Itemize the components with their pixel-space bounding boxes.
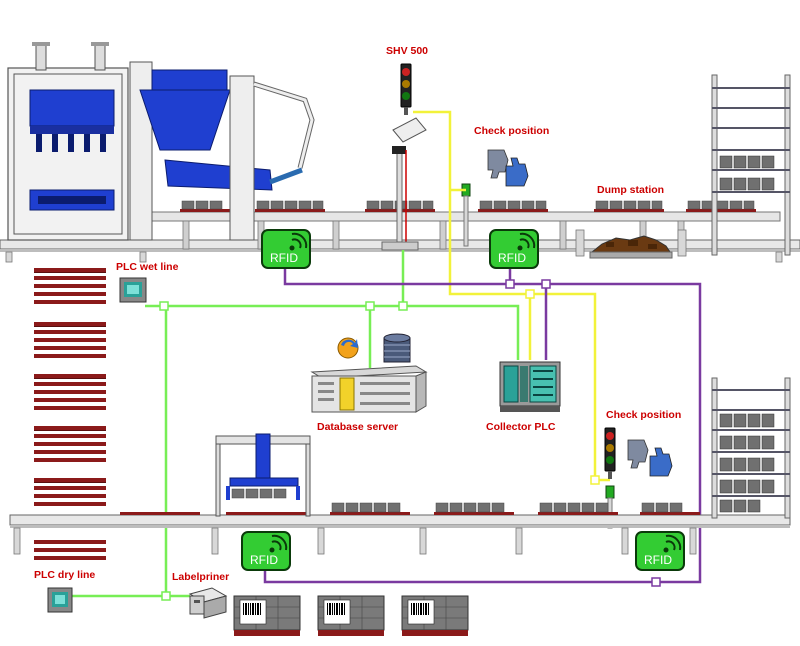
rfid-icon: RFID	[489, 229, 539, 269]
check-position-top-label: Check position	[474, 125, 549, 137]
rfid-icon: RFID	[241, 531, 291, 571]
thumbs-up-icon	[505, 157, 529, 187]
rfid-icon: RFID	[261, 229, 311, 269]
traffic-light-icon	[400, 63, 412, 115]
plc-icon	[119, 277, 147, 303]
scanner-stand	[381, 117, 427, 251]
database-server-label: Database server	[317, 421, 398, 433]
plc-wet-line-label: PLC wet line	[116, 261, 179, 273]
dump-station	[589, 235, 673, 259]
labeled-pallets	[233, 595, 469, 636]
traffic-light-icon	[604, 427, 616, 479]
collector-plc	[499, 361, 561, 412]
drying-rack-top	[711, 74, 791, 256]
plc-icon	[47, 587, 73, 613]
thumbs-down-icon	[487, 149, 509, 179]
check-position-bottom-label: Check position	[606, 409, 681, 421]
svg-text:RFID: RFID	[498, 251, 526, 265]
bottom-conveyor	[9, 502, 791, 555]
collector-plc-label: Collector PLC	[486, 421, 556, 433]
barcode-icon	[243, 603, 429, 615]
pallet-stack	[34, 268, 106, 560]
database-icon	[383, 333, 411, 363]
svg-text:RFID: RFID	[644, 553, 672, 567]
block-machine	[7, 42, 315, 241]
rfid-icon: RFID	[635, 531, 685, 571]
dump-station-label: Dump station	[597, 184, 664, 196]
server-icon	[310, 365, 428, 413]
network-junctions	[159, 279, 661, 601]
labelprinter-label: Labelpriner	[172, 571, 229, 583]
sync-icon	[337, 337, 359, 359]
plc-dry-line-label: PLC dry line	[34, 569, 95, 581]
cuber-gantry	[215, 433, 311, 517]
drying-rack-bottom	[711, 377, 791, 519]
svg-text:RFID: RFID	[250, 553, 278, 567]
printer-icon	[188, 587, 228, 619]
shv-label: SHV 500	[386, 45, 428, 57]
thumbs-up-icon	[649, 447, 673, 477]
thumbs-down-icon	[627, 439, 649, 469]
svg-text:RFID: RFID	[270, 251, 298, 265]
